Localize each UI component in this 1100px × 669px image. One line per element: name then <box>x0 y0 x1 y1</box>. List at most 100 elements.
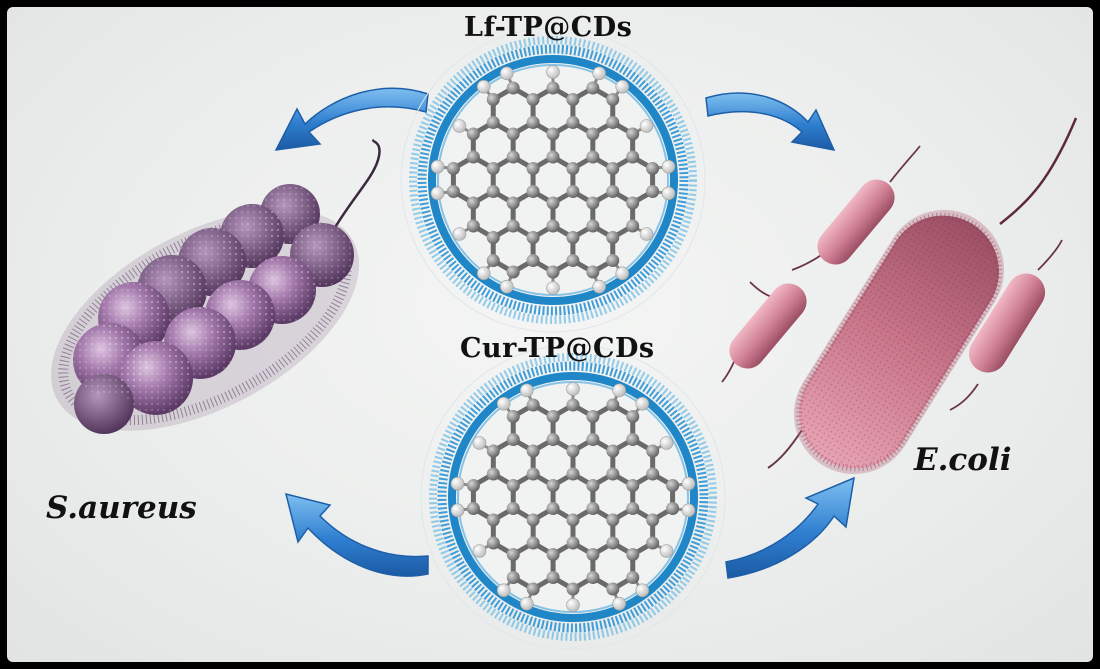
hydrogen-atom <box>500 66 514 81</box>
carbon-atom <box>486 444 500 458</box>
hydrogen-atom <box>639 119 654 133</box>
hydrogen-atom <box>661 186 676 201</box>
graphene-lattice-bottom <box>450 382 696 612</box>
carbon-atom <box>526 116 540 129</box>
carbon-atom <box>586 571 600 584</box>
hydrogen-atom <box>472 436 487 450</box>
hydrogen-atom <box>430 186 445 201</box>
carbon-atom <box>486 93 500 106</box>
hydrogen-atom <box>615 79 630 94</box>
hydrogen-atom <box>430 159 445 174</box>
carbon-atom <box>546 81 560 95</box>
arrow-top-left <box>274 87 429 151</box>
carbon-atom <box>486 162 500 175</box>
carbon-atom <box>466 196 480 210</box>
carbon-atom <box>586 81 600 95</box>
carbon-atom <box>526 162 540 175</box>
carbon-atom <box>546 502 560 515</box>
hydrogen-atom <box>520 596 534 611</box>
carbon-atom <box>526 231 540 244</box>
carbon-atom <box>506 265 520 279</box>
carbon-atom <box>466 127 480 141</box>
carbon-atom <box>566 93 580 106</box>
carbon-atom <box>526 254 540 267</box>
hydrogen-atom <box>639 227 654 241</box>
carbon-atom <box>606 254 620 267</box>
carbon-atom <box>526 467 540 481</box>
carbon-atom <box>606 444 620 458</box>
carbon-atom <box>506 433 520 446</box>
carbon-atom <box>486 467 500 481</box>
carbon-atom <box>626 571 640 584</box>
carbon-atom <box>546 479 560 492</box>
e-coli-cluster <box>721 117 1078 475</box>
arrow-top-right <box>705 92 836 152</box>
hydrogen-atom <box>476 79 491 94</box>
carbon-atom <box>606 513 620 527</box>
carbon-atom <box>506 219 520 233</box>
hydrogen-atom <box>592 66 606 81</box>
carbon-atom <box>626 548 640 561</box>
carbon-atom <box>586 219 600 233</box>
carbon-atom <box>486 513 500 527</box>
carbon-atom <box>626 410 640 423</box>
carbon-atom <box>606 185 620 198</box>
hydrogen-atom <box>592 279 606 294</box>
carbon-atom <box>646 162 660 175</box>
hydrogen-atom <box>472 544 487 558</box>
hydrogen-atom <box>659 544 674 558</box>
label-e-coli: E.coli <box>914 442 1012 478</box>
label-s-aureus: S.aureus <box>46 490 197 526</box>
carbon-atom <box>606 116 620 129</box>
carbon-atom <box>506 81 520 95</box>
hydrogen-atom <box>661 159 676 174</box>
carbon-atom <box>466 502 480 515</box>
carbon-atom <box>626 502 640 515</box>
carbon-atom <box>626 219 640 233</box>
carbon-atom <box>626 150 640 164</box>
carbon-atom <box>466 479 480 492</box>
hydrogen-atom <box>681 476 696 491</box>
carbon-atom <box>586 150 600 164</box>
s-aureus-cluster <box>51 138 381 434</box>
carbon-atom <box>586 127 600 141</box>
carbon-atom <box>526 93 540 106</box>
carbon-atom <box>606 398 620 412</box>
carbon-atom <box>626 196 640 210</box>
carbon-atom <box>566 582 580 596</box>
carbon-atom <box>606 467 620 481</box>
carbon-atom <box>486 254 500 267</box>
hydrogen-atom <box>496 396 511 411</box>
carbon-atom <box>566 162 580 175</box>
carbon-atom <box>566 444 580 458</box>
carbon-atom <box>506 127 520 141</box>
carbon-atom <box>506 196 520 210</box>
carbon-atom <box>646 467 660 481</box>
carbon-atom <box>506 479 520 492</box>
label-cur-tp-cds: Cur-TP@CDs <box>460 333 655 364</box>
hydrogen-atom <box>681 503 696 518</box>
carbon-atom <box>486 185 500 198</box>
hydrogen-atom <box>546 281 560 295</box>
carbon-atom <box>466 219 480 233</box>
carbon-atom <box>526 398 540 412</box>
carbon-atom <box>566 254 580 267</box>
carbon-atom <box>586 196 600 210</box>
carbon-atom <box>566 513 580 527</box>
carbon-atom <box>666 479 680 492</box>
carbon-atom <box>646 536 660 550</box>
carbon-atom <box>606 536 620 550</box>
hydrogen-atom <box>546 65 560 79</box>
hydrogen-atom <box>496 583 511 598</box>
carbon-atom <box>606 162 620 175</box>
hydrogen-atom <box>450 476 465 491</box>
carbon-atom <box>626 433 640 446</box>
carbon-atom <box>586 548 600 561</box>
carbon-atom <box>626 479 640 492</box>
carbon-atom <box>606 582 620 596</box>
carbon-atom <box>566 467 580 481</box>
carbon-atom <box>586 265 600 279</box>
carbon-atom <box>526 444 540 458</box>
carbon-atom <box>526 536 540 550</box>
hydrogen-atom <box>566 598 580 612</box>
